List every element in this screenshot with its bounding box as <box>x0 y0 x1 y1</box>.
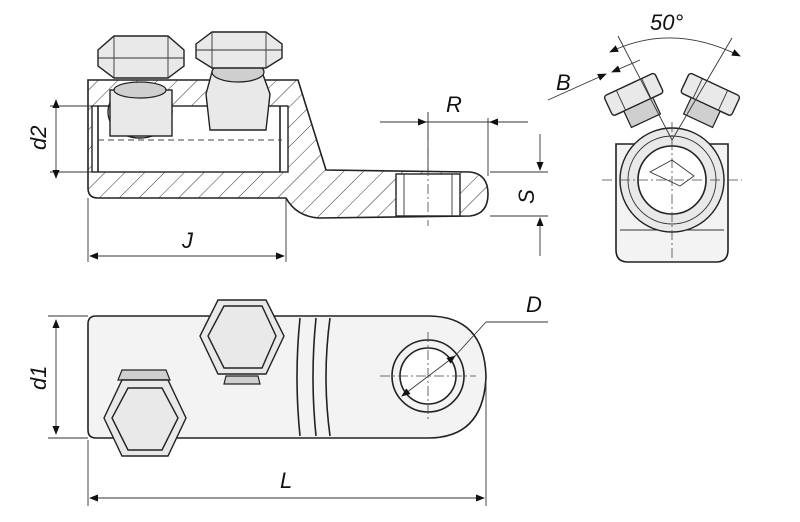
label-l: L <box>280 468 292 493</box>
dimension-angle: 50° <box>609 10 741 141</box>
dimension-s: S <box>490 134 548 256</box>
dimension-l: L <box>87 380 487 506</box>
bolt-head-upper <box>199 299 285 385</box>
dimension-j: J <box>87 198 287 262</box>
section-view: d2 J R S <box>26 31 548 262</box>
label-j: J <box>181 228 194 253</box>
bolt-right-section <box>195 31 283 131</box>
bolt-head-lower <box>103 369 187 457</box>
label-r: R <box>446 92 462 117</box>
end-view: 50° B <box>547 10 742 263</box>
label-b: B <box>556 70 571 95</box>
label-d2: d2 <box>26 126 51 150</box>
dimension-d1: d1 <box>26 315 88 439</box>
dimension-d: D <box>401 292 548 397</box>
label-s: S <box>514 189 539 204</box>
end-view-bolt-left <box>603 72 664 129</box>
dimension-r: R <box>380 92 528 176</box>
plan-view: D d1 L <box>26 292 548 506</box>
label-d1: d1 <box>26 366 51 390</box>
dimension-b: B <box>547 59 641 101</box>
label-d: D <box>526 292 542 317</box>
dimension-d2: d2 <box>26 99 92 179</box>
bolt-left-section <box>97 35 185 139</box>
label-angle: 50° <box>650 10 683 35</box>
